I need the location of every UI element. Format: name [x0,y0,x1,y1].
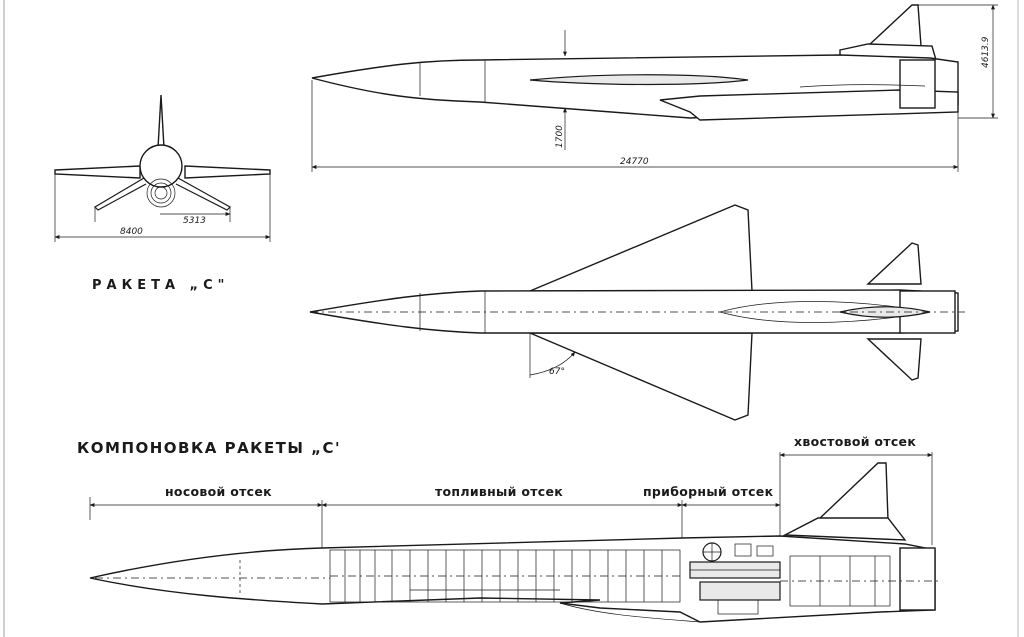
intake-mid [150,182,172,204]
right-wing-front [184,165,271,179]
intake-inner [154,186,168,200]
nozzle-side [899,59,936,109]
height-label: 4613.9 [981,36,991,68]
fuselage-layout [89,535,936,623]
wing-profile-side [529,74,749,86]
layout-title: КОМПОНОВКА РАКЕТЫ „С' [77,439,341,457]
front-view: 5313 8400 [54,94,271,242]
drawing-title-small: РАКЕТА „С" [92,278,229,293]
right-lower-fin-front [175,177,231,211]
engine-nacelle-side [659,89,959,121]
length-label: 24770 [620,157,649,167]
ventral-intake-layout [559,602,701,623]
upper-tail-plan [866,242,922,285]
fuel-tank-ribs [329,549,681,603]
layout-dimension-lines [89,452,933,548]
upper-fin-side [866,4,922,47]
vertical-fin-front [157,94,165,149]
lower-tail-plan [866,338,922,381]
fuel-section-label: топливный отсек [435,484,563,499]
left-wing-front [54,165,141,179]
engine-compartment [780,555,940,607]
side-view: 24770 4613.9 1700 [311,4,998,172]
tail-profile-side [799,84,926,88]
sweep-angle-arc [529,351,576,376]
half-span-label: 5313 [183,216,206,226]
tail-fin-layout [816,462,889,521]
intake-outer [146,178,176,208]
diameter-label: 1700 [555,125,565,148]
fuselage-section [139,144,183,188]
tail-section-label: хвостовой отсек [794,434,916,449]
left-lower-fin-front [94,177,147,211]
sweep-angle-label: 67° [549,367,565,377]
layout-cutaway [89,462,940,623]
instrument-compartment [689,542,781,615]
upper-wing-plan [529,204,753,292]
tail-fin-root-layout [782,517,907,541]
span-label: 8400 [120,227,143,237]
plan-view: 67° [309,204,965,421]
nose-section-label: носовой отсек [165,484,272,499]
instrument-section-label: приборный отсек [643,484,774,499]
nozzle-layout [899,547,936,611]
